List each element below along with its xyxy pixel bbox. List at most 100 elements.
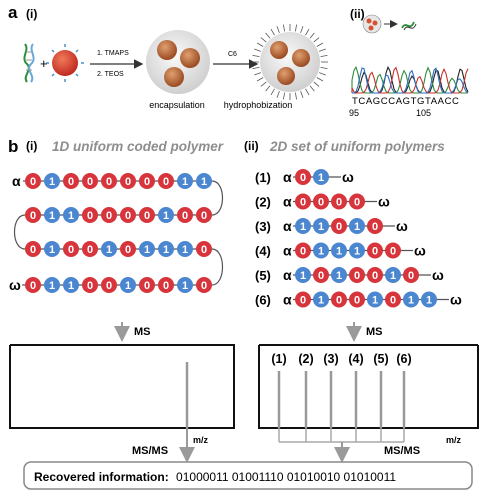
svg-text:1: 1 [49,244,55,256]
dna-sequence-text: TCAGCCAGTGTAACC [352,96,460,107]
svg-text:0: 0 [408,270,414,282]
svg-text:0: 0 [336,221,342,233]
svg-text:0: 0 [106,280,112,292]
monomer-0-r3-0: 0 [25,277,41,293]
monomer-1-r2-1: 1 [44,241,60,257]
monomer-1-s5-4: 1 [367,291,383,308]
monomer-0-r2-2: 0 [63,241,79,257]
monomer-0-r0-4: 0 [101,173,117,189]
omega-end: ω [450,292,462,308]
svg-text:0: 0 [354,295,360,307]
svg-text:1: 1 [201,176,207,188]
svg-text:1: 1 [106,244,112,256]
encapsulation-label: encapsulation [149,100,205,110]
svg-text:1: 1 [125,280,131,292]
svg-text:1: 1 [372,295,378,307]
monomer-1-r3-2: 1 [63,277,79,293]
nanoparticle-icon [46,44,84,82]
svg-text:0: 0 [144,176,150,188]
panel-a-i-label: (i) [26,7,37,21]
svg-text:1: 1 [49,210,55,222]
monomer-1-r0-9: 1 [196,173,212,189]
monomer-0-r1-3: 0 [82,207,98,223]
monomer-0-r3-4: 0 [101,277,117,293]
peak-label: (4) [348,352,363,366]
svg-text:0: 0 [300,246,306,258]
monomer-1-s2-1: 1 [313,218,329,234]
svg-text:0: 0 [372,270,378,282]
svg-text:1: 1 [408,295,414,307]
monomer-1-s5-7: 1 [421,291,437,308]
monomer-1-r0-1: 1 [44,173,60,189]
peak-label: (6) [396,352,411,366]
svg-text:1: 1 [318,246,324,258]
monomer-1-r1-1: 1 [44,207,60,223]
monomer-1-s0-1: 1 [313,169,329,185]
svg-text:1: 1 [68,280,74,292]
svg-text:1: 1 [426,295,432,307]
mz-label-left: m/z [193,435,209,445]
svg-text:0: 0 [372,221,378,233]
monomer-1-s4-2: 1 [331,267,347,283]
tick-95-label: 95 [349,108,359,118]
svg-text:1: 1 [182,176,188,188]
tick-105-label: 105 [416,108,431,118]
svg-text:1: 1 [318,221,324,233]
svg-text:0: 0 [144,280,150,292]
svg-text:1: 1 [318,172,324,184]
alpha-end: α [283,243,292,259]
monomer-0-s4-3: 0 [349,267,365,283]
svg-text:1: 1 [49,280,55,292]
svg-text:0: 0 [318,197,324,209]
peak-label: (5) [373,352,388,366]
monomer-0-r2-5: 0 [120,241,136,257]
monomer-0-s3-5: 0 [385,242,401,259]
omega-end: ω [414,243,426,259]
monomer-0-s1-1: 0 [313,193,329,210]
monomer-1-s5-6: 1 [403,291,419,308]
panel-b-i-title: 1D uniform coded polymer [52,139,224,154]
monomer-0-r1-6: 0 [139,207,155,223]
svg-text:1: 1 [182,244,188,256]
monomer-0-r2-9: 0 [196,241,212,257]
monomer-0-r0-7: 0 [158,173,174,189]
polymer-index-label: (2) [255,195,271,210]
monomer-0-r3-6: 0 [139,277,155,293]
svg-text:0: 0 [30,280,36,292]
svg-text:0: 0 [318,270,324,282]
monomer-1-r2-7: 1 [158,241,174,257]
monomer-0-r1-8: 0 [177,207,193,223]
encapsulated-silica-particle [146,30,210,94]
omega-end-1d: ω [9,277,21,293]
svg-text:0: 0 [163,176,169,188]
svg-text:1: 1 [336,270,342,282]
monomer-0-r0-0: 0 [25,173,41,189]
monomer-0-s5-5: 0 [385,291,401,308]
recovered-value: 01000011 01001110 01010010 01010011 [176,470,396,484]
svg-text:1: 1 [182,280,188,292]
recovered-label: Recovered information: [34,470,169,484]
svg-text:0: 0 [201,280,207,292]
monomer-0-r1-4: 0 [101,207,117,223]
ms-spectrum-2d: (1)(2)(3)(4)(5)(6) [258,344,479,463]
svg-text:0: 0 [87,210,93,222]
monomer-0-s3-0: 0 [295,242,311,259]
monomer-1-s2-3: 1 [349,218,365,234]
polymer-index-label: (5) [255,268,271,283]
monomer-0-s1-0: 0 [295,193,311,210]
msms-label-left: MS/MS [132,445,168,457]
monomer-1-r3-5: 1 [120,277,136,293]
monomer-0-r2-0: 0 [25,241,41,257]
monomer-0-s4-1: 0 [313,267,329,283]
sequencing-chromatogram [351,65,469,94]
hydrophobized-particle [252,24,328,100]
monomer-0-r1-0: 0 [25,207,41,223]
monomer-1-r2-8: 1 [177,241,193,257]
monomer-1-r3-1: 1 [44,277,60,293]
svg-text:1: 1 [68,210,74,222]
svg-text:1: 1 [390,270,396,282]
omega-end: ω [432,267,444,283]
alpha-end: α [283,194,292,210]
svg-text:0: 0 [30,244,36,256]
monomer-0-s5-3: 0 [349,291,365,308]
